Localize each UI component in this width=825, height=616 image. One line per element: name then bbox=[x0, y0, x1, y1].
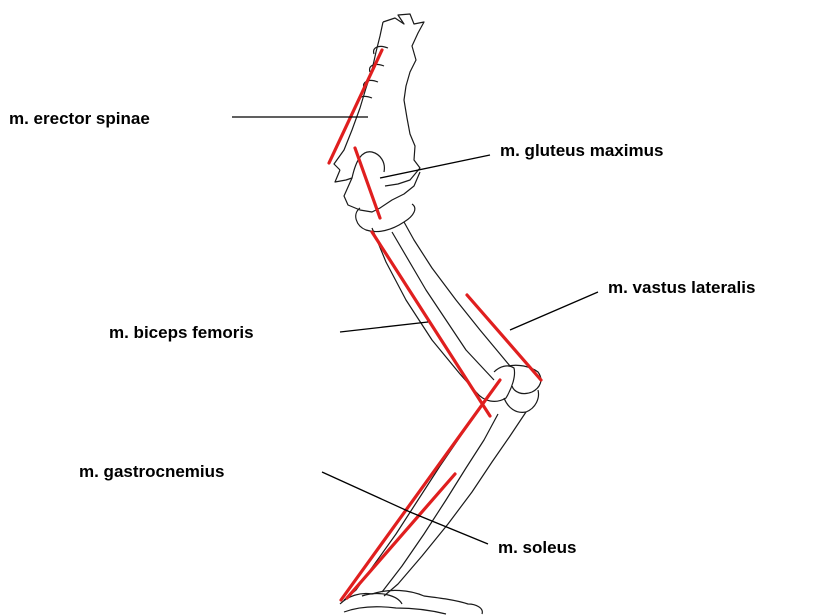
pelvis-bone bbox=[335, 170, 420, 212]
label-gastrocnemius: m. gastrocnemius bbox=[79, 462, 225, 482]
muscle-line-gastrocnemius bbox=[341, 380, 500, 600]
skeleton-outline bbox=[334, 14, 541, 614]
leader-line-gluteus-maximus bbox=[380, 155, 490, 178]
muscle-line-gluteus-maximus bbox=[355, 148, 380, 218]
label-erector-spinae: m. erector spinae bbox=[9, 109, 150, 129]
leader-lines bbox=[232, 117, 598, 544]
label-biceps-femoris: m. biceps femoris bbox=[109, 323, 254, 343]
label-vastus-lateralis: m. vastus lateralis bbox=[608, 278, 755, 298]
muscle-line-biceps-femoris bbox=[372, 232, 490, 416]
hip-joint bbox=[356, 204, 415, 232]
muscle-line-vastus-lateralis bbox=[467, 295, 541, 380]
leader-line-biceps-femoris bbox=[340, 322, 428, 332]
leader-line-gastrocnemius bbox=[322, 472, 410, 512]
femur-bone bbox=[404, 222, 510, 366]
foot-bone bbox=[362, 594, 402, 604]
femur-shaft-line bbox=[392, 232, 494, 380]
fibula-bone bbox=[382, 414, 498, 592]
leader-line-soleus bbox=[410, 512, 488, 544]
label-gluteus-maximus: m. gluteus maximus bbox=[500, 141, 663, 161]
knee-cap bbox=[508, 365, 541, 393]
foot-bone bbox=[344, 607, 446, 614]
leader-line-vastus-lateralis bbox=[510, 292, 598, 330]
spine-bone bbox=[383, 14, 424, 186]
spine-front-edge bbox=[334, 22, 383, 170]
muscle-line-erector-spinae bbox=[329, 50, 382, 163]
foot-bone bbox=[340, 590, 482, 614]
label-soleus: m. soleus bbox=[498, 538, 576, 558]
knee-joint bbox=[476, 366, 515, 401]
